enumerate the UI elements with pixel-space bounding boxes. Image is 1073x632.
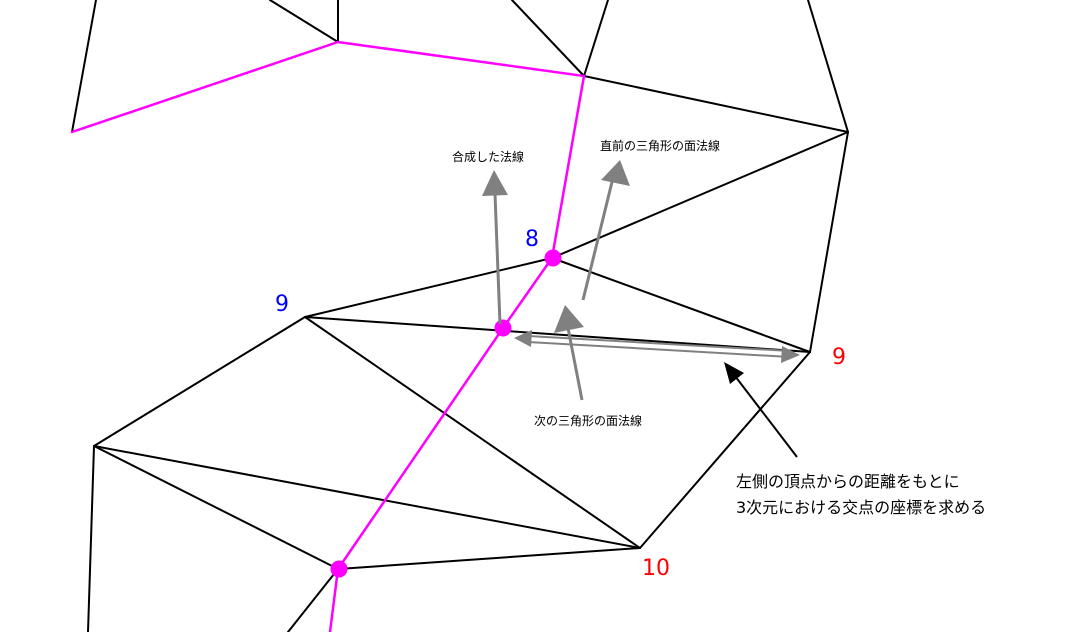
prev-normal-label: 直前の三角形の面法線 xyxy=(600,138,720,153)
intersection-point xyxy=(330,560,348,578)
intersection-path xyxy=(70,40,586,632)
arrow-shaft xyxy=(493,193,502,325)
mesh-edge xyxy=(304,257,553,318)
arrow-head xyxy=(554,305,584,333)
mesh-edge xyxy=(583,75,849,133)
distance-line xyxy=(527,341,791,358)
prev-normal-arrow xyxy=(581,160,630,301)
next-normal-label: 次の三角形の面法線 xyxy=(534,413,642,428)
arrow-head-right xyxy=(781,346,800,363)
combined-normal-arrow xyxy=(482,170,508,325)
mesh-edge xyxy=(87,445,95,632)
mesh-edge xyxy=(583,0,609,77)
intersection-point xyxy=(494,319,512,337)
mesh-edge xyxy=(551,257,811,353)
distance-line xyxy=(527,335,791,352)
mesh-edge xyxy=(93,445,339,570)
mesh-edge xyxy=(639,351,811,549)
arrow-head xyxy=(601,160,630,186)
note-line-2: 3次元における交点の座標を求める xyxy=(736,498,986,517)
arrow-shaft xyxy=(566,327,584,401)
vertex-number-red: 10 xyxy=(642,556,670,581)
mesh-edge xyxy=(93,445,641,549)
mesh-edge xyxy=(511,0,585,77)
mesh-edge xyxy=(337,547,641,570)
note-arrow xyxy=(724,362,798,458)
mesh-edge xyxy=(71,0,97,133)
vertex-number-red: 9 xyxy=(832,345,846,370)
mesh-edge xyxy=(809,131,849,353)
arrow-head-left xyxy=(514,330,532,347)
arrow-head xyxy=(724,362,744,384)
mesh-edge xyxy=(304,316,641,549)
arrow-head xyxy=(482,170,508,196)
mesh-edge xyxy=(269,0,339,43)
path-line xyxy=(70,40,586,632)
combined-normal-label: 合成した法線 xyxy=(452,149,524,164)
mesh-edge xyxy=(287,568,339,632)
arrow-shaft xyxy=(581,181,614,301)
vertex-number-blue: 9 xyxy=(275,292,289,317)
mesh-edge xyxy=(304,316,811,353)
mesh-edge xyxy=(551,131,849,259)
note-line-1: 左側の頂点からの距離をもとに xyxy=(736,472,960,491)
arrow-shaft xyxy=(734,375,798,458)
intersection-point xyxy=(544,249,562,267)
mesh-edges xyxy=(71,0,849,632)
mesh-edge xyxy=(93,316,306,447)
vertex-number-blue: 8 xyxy=(525,227,539,252)
mesh-edge xyxy=(807,0,849,133)
distance-arrow xyxy=(514,330,800,363)
next-normal-arrow xyxy=(554,305,584,401)
